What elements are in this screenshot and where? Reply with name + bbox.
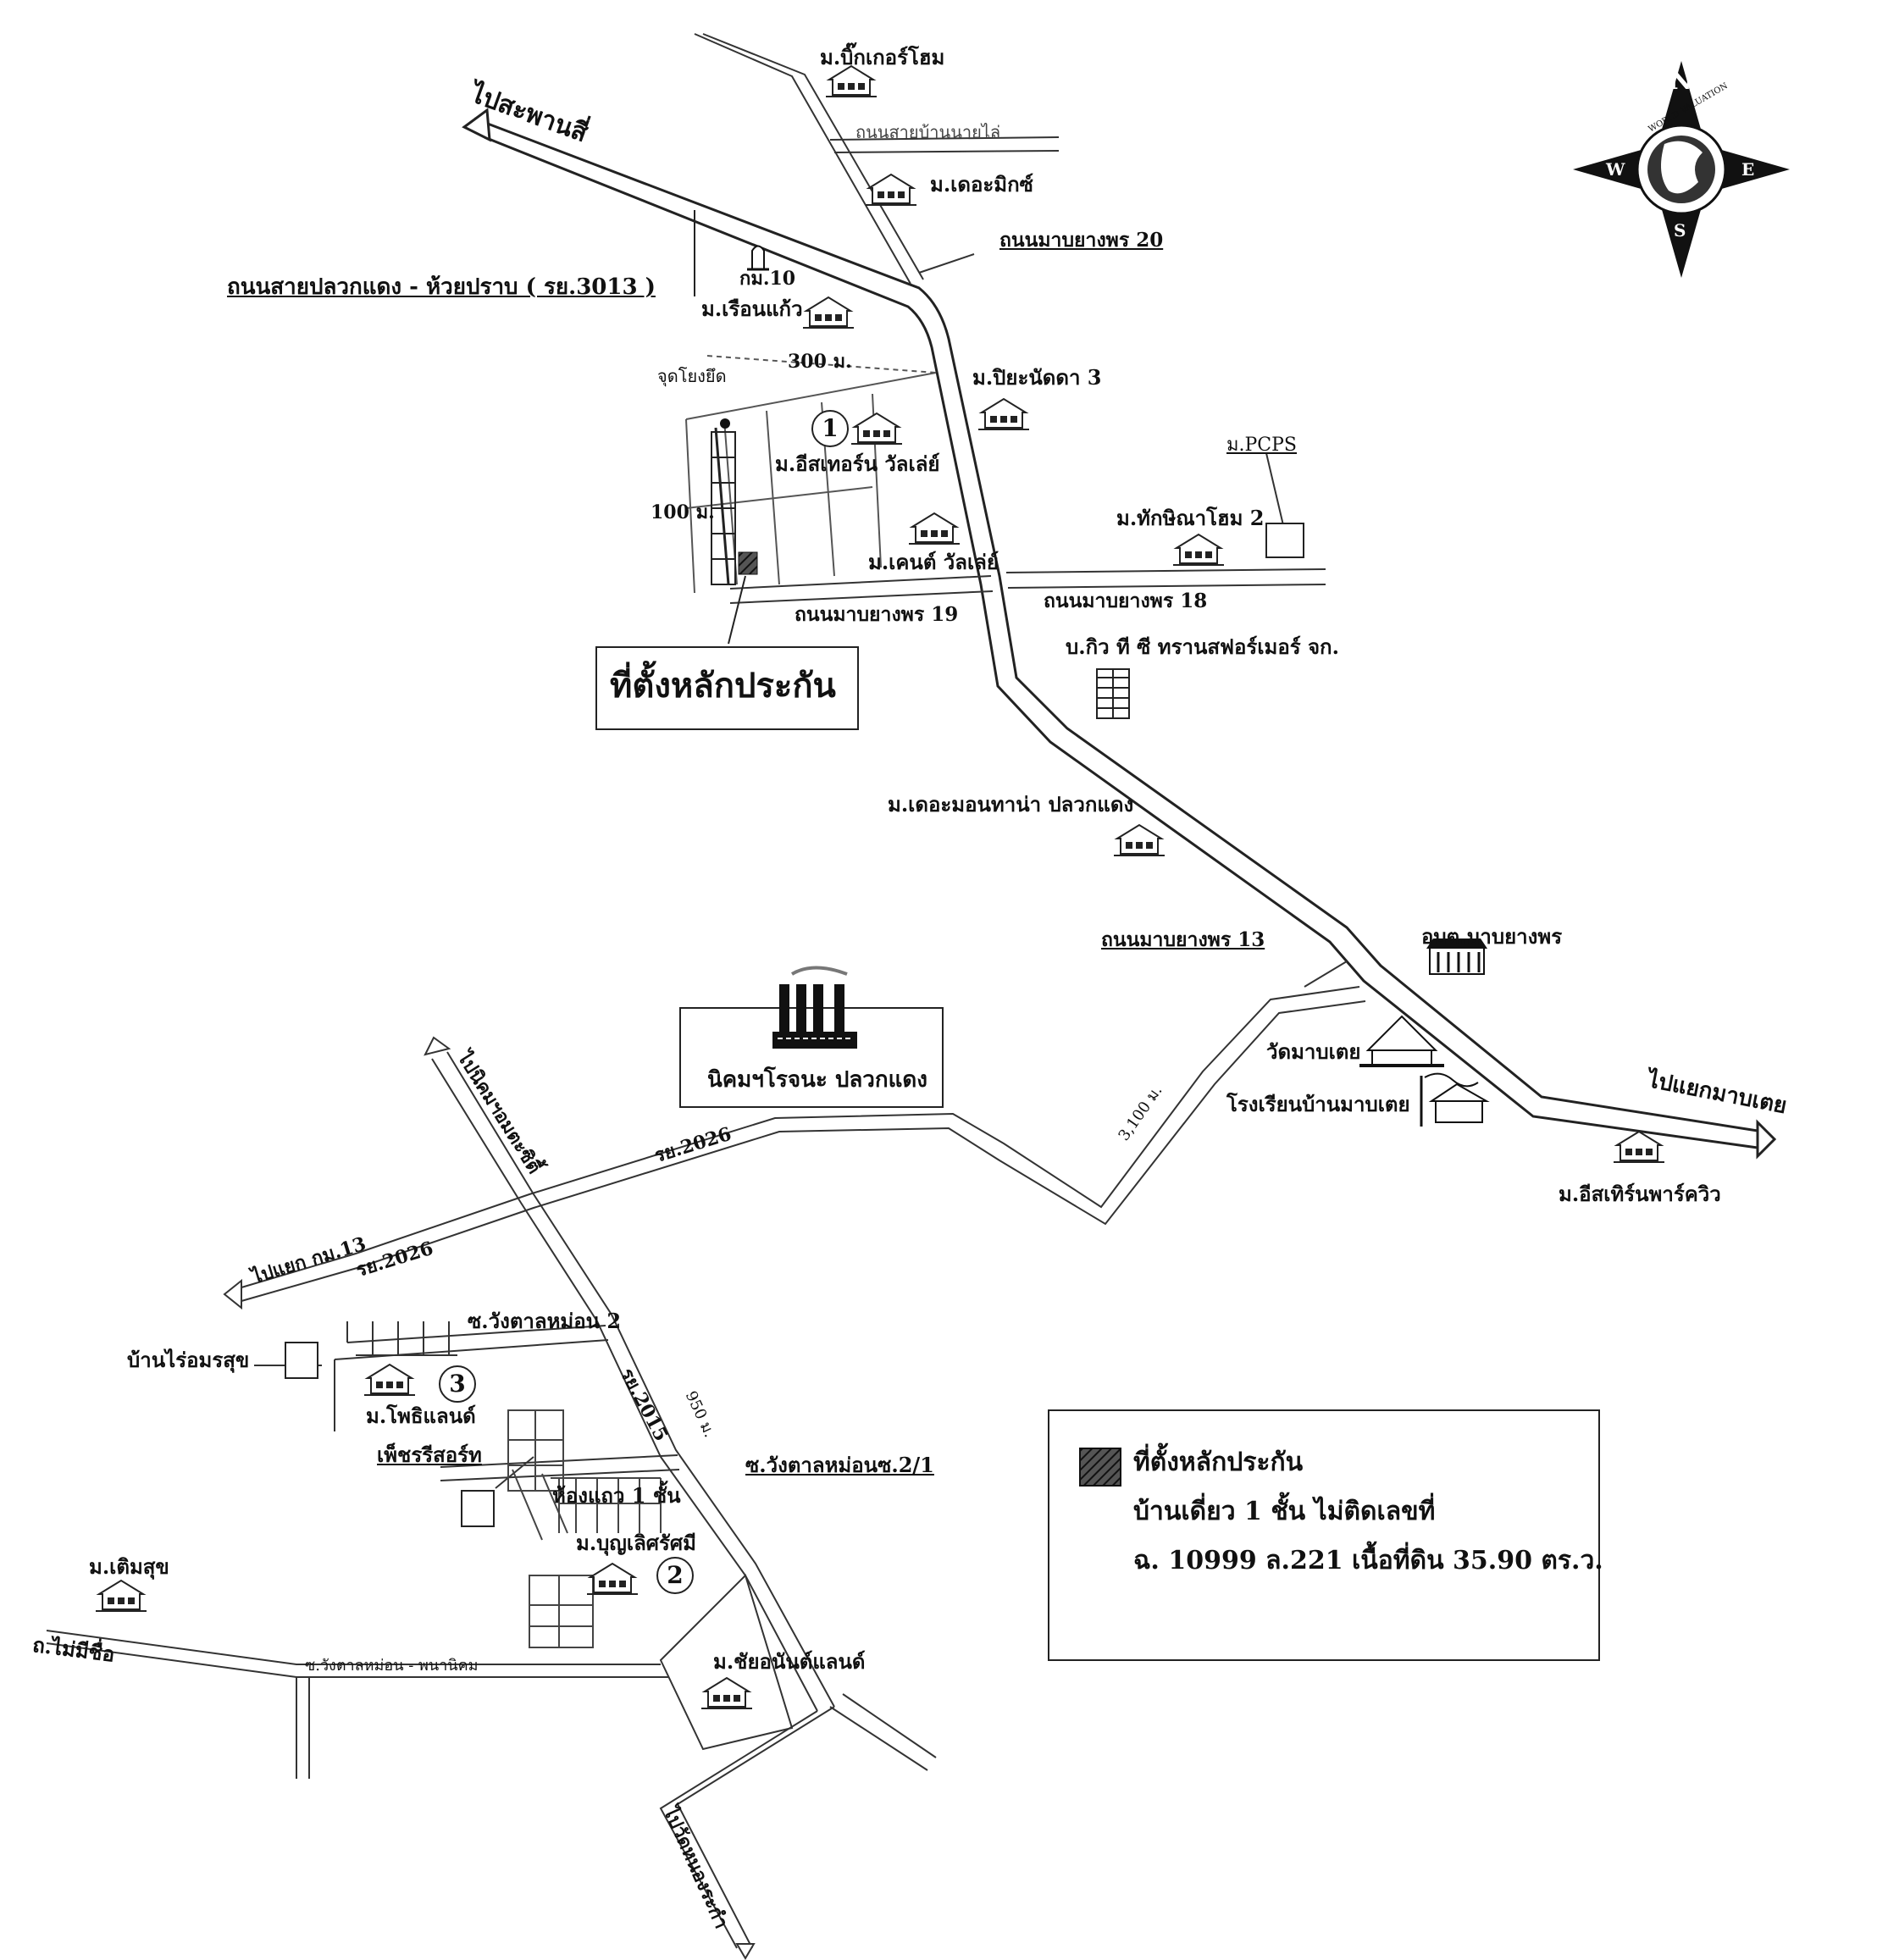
- temple-icon: [1359, 1015, 1444, 1067]
- raiorn-box: [285, 1342, 318, 1379]
- label-termsuk: ม.เติมสุข: [89, 1554, 169, 1579]
- label-thaksina: ม.ทักษิณาโฮม 2: [1116, 506, 1265, 530]
- label-the-mix: ม.เดอะมิกซ์: [930, 172, 1033, 197]
- kiw-building-icon: [1096, 668, 1130, 719]
- house-icon: [802, 296, 855, 329]
- house-icon: [95, 1580, 147, 1612]
- label-soi-phanom: ซ.วังตาลหม่อน - พนานิคม: [305, 1657, 479, 1675]
- house-icon: [865, 174, 917, 206]
- marker-2: 2: [656, 1557, 694, 1594]
- label-soi-wangtan21: ซ.วังตาลหม่อนซ.2/1: [745, 1453, 934, 1477]
- label-anchor: จุดโยงยึด: [657, 366, 727, 386]
- chaiyanan-block: [659, 1574, 794, 1751]
- label-boonlert: ม.บุญเลิศรัศมี: [576, 1531, 696, 1555]
- legend-line-1: ที่ตั้งหลักประกัน: [1133, 1448, 1304, 1477]
- compass-n: N: [1670, 67, 1692, 95]
- label-km10: กม.10: [739, 268, 796, 290]
- label-big-home: ม.บิ๊กเกอร์โฮม: [820, 45, 945, 69]
- legend-swatch: [1079, 1448, 1121, 1487]
- marker-3: 3: [439, 1365, 476, 1403]
- house-icon: [1613, 1131, 1665, 1163]
- house-icon: [363, 1364, 416, 1396]
- label-phetcharee: เพ็ชรรีสอร์ท: [377, 1442, 482, 1467]
- label-eastern-park: ม.อีสเทิร์นพาร์ควิว: [1559, 1182, 1721, 1206]
- label-industrial: นิคมฯโรจนะ ปลวกแดง: [707, 1067, 927, 1093]
- label-road-20: ถนนมาบยางพร 20: [999, 229, 1164, 252]
- school-icon: [1420, 1072, 1490, 1127]
- legend-box: [1048, 1409, 1600, 1661]
- label-piyanatda: ม.ปิยะนัดดา 3: [972, 365, 1102, 390]
- label-collateral-big: ที่ตั้งหลักประกัน: [610, 666, 836, 706]
- label-obt: อบต.มาบยางพร: [1421, 924, 1563, 949]
- marker-1: 1: [811, 410, 849, 447]
- north-road: [694, 33, 1060, 285]
- compass-e: E: [1741, 159, 1755, 180]
- collateral-callout-box: [595, 646, 859, 730]
- road-2015: [424, 1036, 835, 1960]
- collateral-parcel: [738, 551, 758, 575]
- label-road-19: ถนนมาบยางพร 19: [795, 603, 959, 626]
- lot-grids: [507, 1409, 662, 1648]
- label-chaiyanan: ม.ชัยอนันต์แลนด์: [713, 1649, 866, 1674]
- house-icon: [850, 412, 903, 445]
- house-icon: [700, 1677, 753, 1709]
- house-icon: [586, 1563, 639, 1595]
- house-icon: [977, 398, 1030, 430]
- label-rowhouse: ห้องแถว 1 ชั้น: [552, 1483, 681, 1508]
- factory-icon: [772, 966, 857, 1063]
- label-soi-wangtan2: ซ.วังตาลหม่อน 2: [468, 1309, 622, 1333]
- road-2026: [223, 961, 1366, 1310]
- road-19-18: [729, 568, 1326, 604]
- label-road-13: ถนนมาบยางพร 13: [1101, 928, 1265, 951]
- label-road-bannaiyai: ถนนสายบ้านนายไล่: [855, 122, 1001, 142]
- house-icon: [908, 512, 961, 545]
- label-road-18: ถนนมาบยางพร 18: [1044, 590, 1208, 612]
- label-school: โรงเรียนบ้านมาบเตย: [1226, 1092, 1410, 1116]
- label-ruenkaew: ม.เรือนแก้ว: [701, 296, 803, 321]
- anchor-point: [720, 418, 730, 429]
- house-icon: [825, 65, 878, 97]
- label-montana: ม.เดอะมอนทาน่า ปลวกแดง: [888, 792, 1134, 817]
- label-dist-300: 300 ม.: [788, 351, 852, 373]
- label-dist-100: 100 ม.: [651, 501, 715, 523]
- label-phothi: ม.โพธิแลนด์: [366, 1404, 476, 1428]
- phetcharee-box: [461, 1490, 495, 1527]
- lower-roads: [46, 1321, 680, 1779]
- compass-w: W: [1606, 159, 1625, 180]
- main-road: [462, 108, 1777, 1160]
- pcps-box: [1265, 523, 1304, 558]
- compass-s: S: [1674, 220, 1686, 241]
- label-pcps: ม.PCPS: [1226, 435, 1298, 456]
- subdivision-block: [685, 355, 937, 594]
- label-road-3013: ถนนสายปลวกแดง - ห้วยปราบ ( รย.3013 ): [227, 274, 656, 300]
- label-eastern-valley: ม.อีสเทอร์น วัลเล่ย์: [775, 451, 940, 476]
- label-rai-orn: บ้านไร่อมรสุข: [127, 1348, 250, 1372]
- compass-rose: [1573, 61, 1790, 278]
- legend-line-2: บ้านเดี่ยว 1 ชั้น ไม่ติดเลขที่: [1133, 1497, 1436, 1526]
- legend-line-3: ฉ. 10999 ล.221 เนื้อที่ดิน 35.90 ตร.ว.: [1133, 1546, 1603, 1575]
- label-kiw-company: บ.กิว ที ซี ทรานสฟอร์เมอร์ จก.: [1066, 634, 1339, 659]
- house-icon: [1172, 534, 1225, 566]
- label-wat: วัดมาบเตย: [1266, 1039, 1361, 1064]
- collateral-leader: [728, 575, 746, 645]
- house-icon: [1113, 824, 1166, 856]
- km-marker-icon: [747, 245, 769, 271]
- label-kent-valley: ม.เคนต์ วัลเล่ย์: [868, 550, 999, 574]
- obt-building-icon: [1426, 938, 1487, 975]
